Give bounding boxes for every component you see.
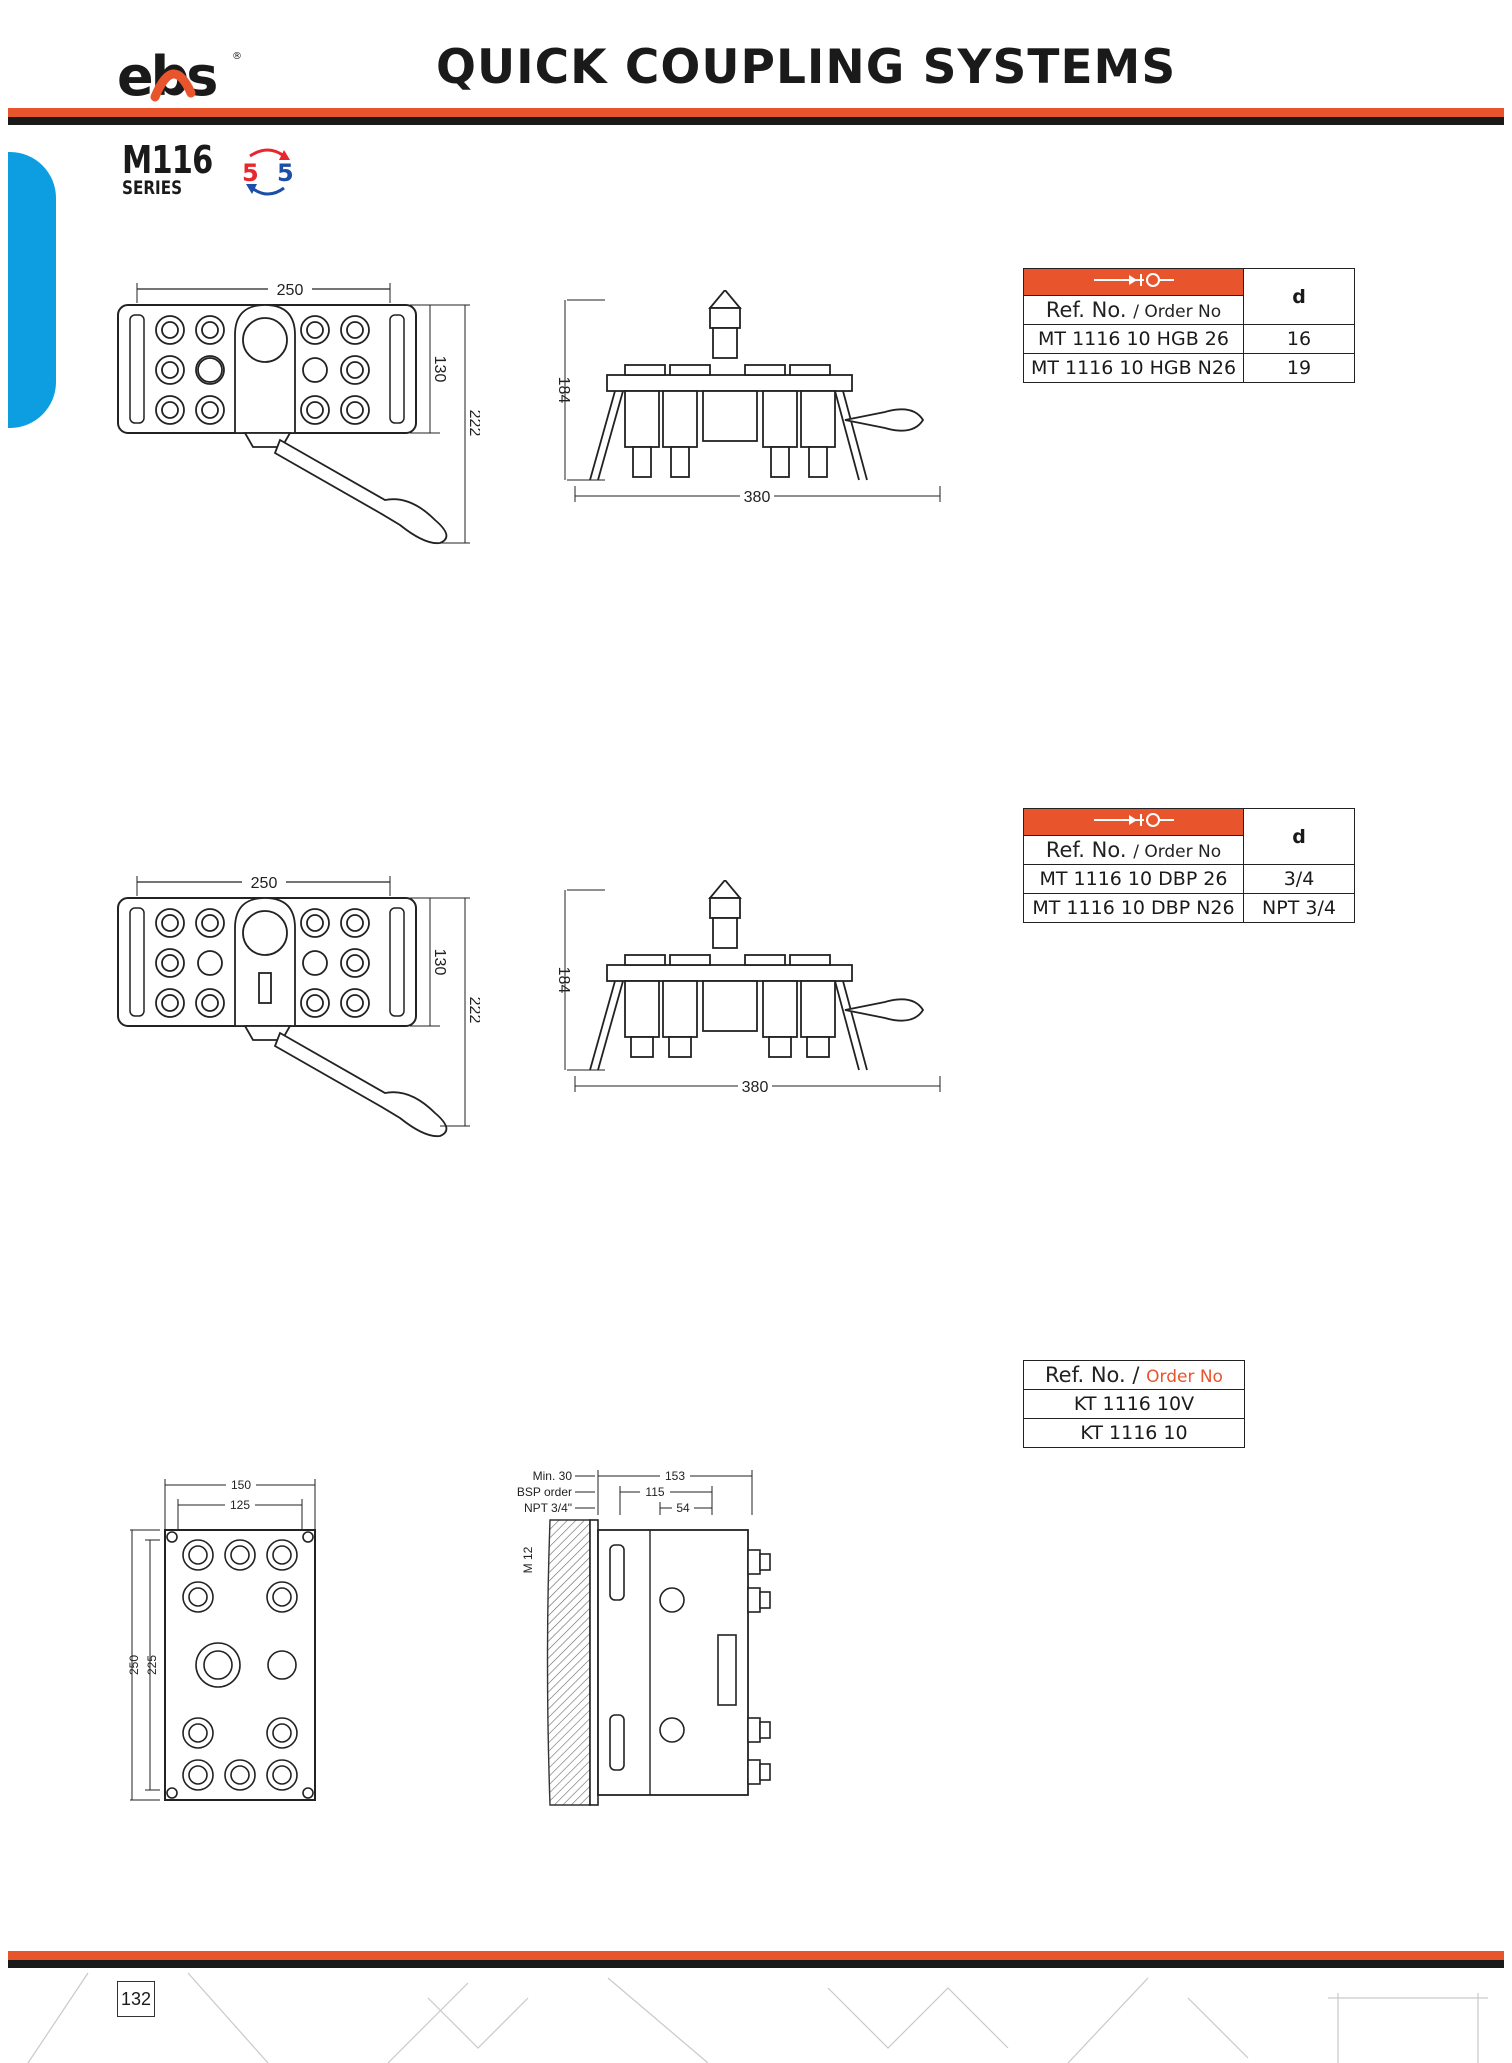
footer-decorative-pattern (27, 1972, 1488, 2063)
footer-band-orange (8, 1951, 1504, 1960)
icon-digit-right: 5 (277, 159, 294, 187)
table-row: MT 1116 10 DBP N26 NPT 3/4 (1023, 893, 1355, 923)
table-cell-d: 3/4 (1243, 864, 1355, 894)
dim-height: 130 (431, 356, 448, 383)
header-band-orange (8, 108, 1504, 117)
registered-mark: ® (232, 51, 242, 62)
table-row: KT 1116 10 (1023, 1418, 1245, 1448)
coupling-symbol-icon (1093, 272, 1174, 287)
order-label: / Order No (1133, 842, 1222, 862)
order-label: / Order No (1133, 302, 1222, 322)
bsp-label: BSP order (517, 1485, 572, 1499)
table-row: MT 1116 10 HGB 26 16 (1023, 324, 1355, 354)
spec-table-3: Ref. No. / Order No KT 1116 10V KT 1116 … (1023, 1360, 1245, 1448)
dim-short-depth: 54 (676, 1501, 690, 1515)
logo-swoosh (150, 69, 196, 102)
table-cell-ref: MT 1116 10 HGB N26 (1023, 353, 1244, 383)
table-cell-d: 19 (1243, 353, 1355, 383)
coupling-front-view-1: 250 130 222 (117, 279, 480, 545)
ebs-logo: ebs ® (117, 45, 242, 105)
table-ref-header: Ref. No. / Order No (1023, 1360, 1245, 1390)
plate-side-view: Min. 30 BSP order NPT 3/4" M 12 153 115 … (517, 1469, 771, 1806)
coupling-side-view-2: 184 380 (555, 880, 941, 1096)
coupling-symbol-icon (1093, 812, 1174, 827)
header-band-black (8, 117, 1504, 125)
order-label: Order No (1146, 1367, 1223, 1387)
dim-height: 130 (431, 949, 448, 976)
icon-digit-left: 5 (242, 159, 259, 187)
dim-mid-depth: 115 (645, 1485, 664, 1499)
table-cell-d: NPT 3/4 (1243, 893, 1355, 923)
dim-side-height: 184 (555, 967, 572, 994)
bolt-label: M 12 (521, 1546, 535, 1573)
dim-inner-width: 125 (230, 1498, 250, 1512)
table-d-header: d (1243, 268, 1355, 325)
dim-min-clearance: Min. 30 (533, 1469, 573, 1483)
coupling-front-view-2: 250 130 222 (117, 872, 480, 1138)
npt-label: NPT 3/4" (524, 1501, 572, 1515)
ref-label: Ref. No. (1045, 838, 1127, 862)
table-ref-header: Ref. No. / Order No (1023, 295, 1244, 325)
dim-overall: 222 (466, 410, 480, 437)
plate-front-view: 150 125 250 225 (127, 1477, 316, 1801)
table-header-icon-cell (1023, 808, 1244, 836)
dim-width: 250 (251, 875, 278, 892)
dim-width: 250 (277, 282, 304, 299)
table-row: KT 1116 10V (1023, 1389, 1245, 1419)
series-label: SERIES (122, 177, 183, 199)
table-ref-header: Ref. No. / Order No (1023, 835, 1244, 865)
dim-side-height: 184 (555, 377, 572, 404)
table-cell-ref: MT 1116 10 HGB 26 (1023, 324, 1244, 354)
dim-total-depth: 153 (665, 1469, 685, 1483)
dim-inner-height: 225 (145, 1655, 159, 1675)
spec-table-1: d Ref. No. / Order No MT 1116 10 HGB 26 … (1023, 268, 1355, 383)
ref-label: Ref. No. / (1045, 1363, 1140, 1387)
table-header-icon-cell (1023, 268, 1244, 296)
table-cell-ref: MT 1116 10 DBP N26 (1023, 893, 1244, 923)
table-cell-d: 16 (1243, 324, 1355, 354)
table-row: MT 1116 10 HGB N26 19 (1023, 353, 1355, 383)
page-number: 132 (117, 1981, 155, 2017)
spec-table-2: d Ref. No. / Order No MT 1116 10 DBP 26 … (1023, 808, 1355, 923)
ref-label: Ref. No. (1045, 298, 1127, 322)
dim-outer-width: 150 (231, 1478, 251, 1492)
table-cell-ref: KT 1116 10V (1023, 1389, 1245, 1419)
dim-side-width: 380 (744, 489, 771, 506)
table-row: MT 1116 10 DBP 26 3/4 (1023, 864, 1355, 894)
series-code: M116 (122, 138, 213, 182)
coupling-side-view-1: 184 380 (555, 290, 941, 506)
dim-outer-height: 250 (127, 1655, 141, 1675)
dim-side-width: 380 (742, 1079, 769, 1096)
rotate-arrows-icon: 5 5 (242, 148, 294, 196)
table-cell-ref: KT 1116 10 (1023, 1418, 1245, 1448)
section-tab (8, 152, 56, 428)
dim-overall: 222 (466, 997, 480, 1024)
table-cell-ref: MT 1116 10 DBP 26 (1023, 864, 1244, 894)
page-title: QUICK COUPLING SYSTEMS (436, 40, 1177, 95)
footer-band-black (8, 1960, 1504, 1968)
table-d-header: d (1243, 808, 1355, 865)
